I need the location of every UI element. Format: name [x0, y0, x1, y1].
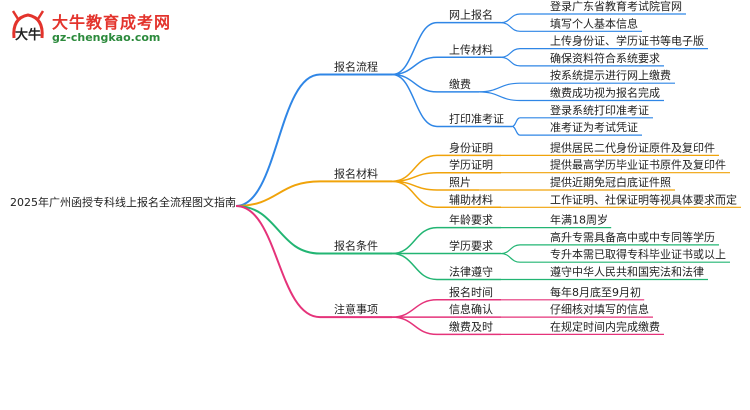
leaf-node: 遵守中华人民共和国宪法和法律: [550, 265, 704, 279]
leaf-node: 准考证为考试凭证: [550, 120, 638, 134]
leaf-node: 在规定时间内完成缴费: [550, 319, 660, 333]
subtopic-connector: [391, 56, 438, 76]
leaf-node: 登录系统打印准考证: [550, 103, 649, 117]
leaf-node: 每年8月底至9月初: [550, 285, 641, 299]
leaf-node: 填写个人基本信息: [550, 16, 638, 30]
subtopic-node: 学历要求: [449, 239, 493, 253]
bull-logo-icon: 大牛: [11, 10, 45, 43]
subtopic-connector: [391, 180, 438, 209]
branch-connector: [235, 205, 321, 255]
leaf-node: 登录广东省教育考试院官网: [550, 0, 682, 13]
subtopic-connector: [391, 21, 438, 76]
leaf-connector: [511, 117, 521, 128]
leaf-connector: [511, 125, 521, 136]
branch-connector: [235, 73, 321, 207]
leaf-node: 年满18周岁: [550, 213, 608, 227]
leaf-connector: [500, 244, 521, 255]
logo-mark-text: 大牛: [15, 27, 41, 43]
subtopic-node: 学历证明: [449, 158, 493, 172]
brand-logo: 大牛 大牛教育成考网 gz-chengkao.com: [8, 8, 178, 50]
subtopic-connector: [391, 252, 438, 281]
subtopic-connector: [391, 73, 438, 128]
subtopic-connector: [391, 299, 438, 318]
leaf-node: 专升本需已取得专科毕业证书或以上: [550, 247, 726, 261]
branch-node: 报名条件: [334, 239, 378, 253]
leaf-connector: [478, 91, 521, 102]
leaf-connector: [500, 22, 521, 32]
branch-connector: [235, 180, 321, 207]
subtopic-node: 缴费: [449, 77, 471, 91]
leaf-connector: [478, 82, 521, 93]
subtopic-node: 打印准考证: [449, 111, 504, 125]
branch-node: 报名材料: [334, 166, 378, 180]
subtopic-connector: [391, 226, 438, 255]
leaf-node: 仔细核对填写的信息: [550, 302, 649, 316]
subtopic-node: 年龄要求: [449, 213, 493, 227]
subtopic-node: 上传材料: [449, 42, 493, 56]
leaf-connector: [500, 48, 521, 58]
subtopic-node: 网上报名: [449, 8, 493, 22]
leaf-node: 提供最高学历毕业证书原件及复印件: [550, 158, 726, 172]
subtopic-node: 身份证明: [449, 140, 493, 154]
leaf-node: 缴费成功视为报名完成: [550, 86, 660, 100]
leaf-node: 高升专需具备高中或中专同等学历: [550, 230, 715, 244]
root-topic: 2025年广州函授专科线上报名全流程图文指南: [10, 195, 236, 209]
subtopic-connector: [391, 316, 438, 336]
leaf-connector: [500, 13, 521, 24]
subtopic-node: 辅助材料: [449, 192, 493, 206]
subtopic-node: 报名时间: [449, 285, 493, 299]
leaf-node: 按系统提示进行网上缴费: [550, 68, 671, 82]
branch-node: 报名流程: [334, 60, 378, 74]
subtopic-node: 缴费及时: [449, 319, 493, 333]
brand-url: gz-chengkao.com: [52, 31, 161, 44]
brand-name: 大牛教育成考网: [52, 13, 172, 32]
leaf-node: 确保资料符合系统要求: [550, 51, 660, 65]
leaf-connector: [500, 252, 521, 263]
leaf-node: 提供居民二代身份证原件及复印件: [550, 140, 715, 154]
subtopic-node: 法律遵守: [449, 265, 493, 279]
leaf-node: 上传身份证、学历证书等电子版: [550, 34, 704, 48]
leaf-node: 工作证明、社保证明等视具体要求而定: [550, 192, 737, 206]
branch-node: 注意事项: [334, 302, 378, 316]
branch-connector: [235, 205, 321, 319]
leaf-node: 提供近期免冠白底证件照: [550, 175, 671, 189]
leaf-connector: [500, 56, 521, 67]
subtopic-node: 照片: [449, 176, 471, 189]
subtopic-node: 信息确认: [449, 302, 493, 316]
